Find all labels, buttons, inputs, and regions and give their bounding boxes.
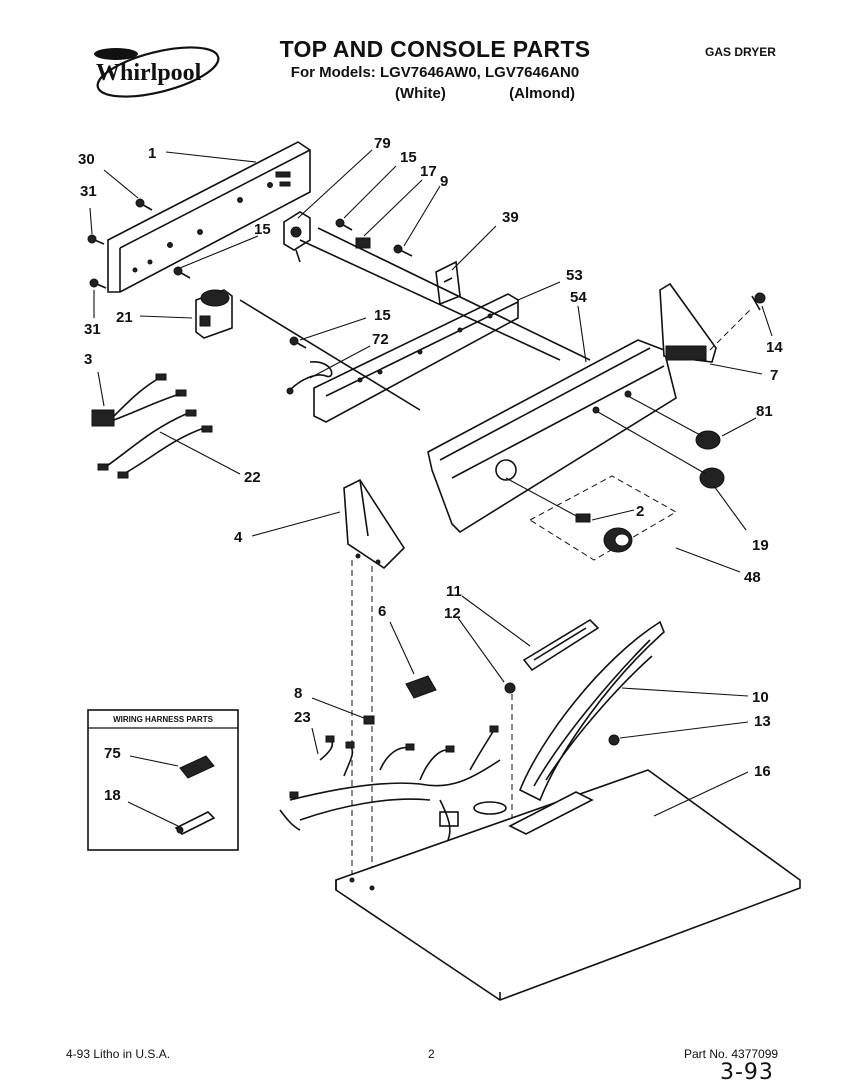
screw-9 <box>393 244 413 257</box>
callout-48: 48 <box>744 569 761 586</box>
callout-1: 1 <box>148 145 156 162</box>
part-53-console-frame <box>313 293 519 423</box>
callout-12: 12 <box>444 605 461 622</box>
page-title: TOP AND CONSOLE PARTS <box>279 36 591 62</box>
callout-2: 2 <box>636 503 644 520</box>
callout-21: 21 <box>116 309 133 326</box>
callout-14: 14 <box>766 339 783 356</box>
appliance-category: GAS DRYER <box>705 45 776 59</box>
callout-72: 72 <box>372 331 389 348</box>
whirlpool-logo: Whirlpool <box>86 38 226 102</box>
part-8-clip <box>363 715 375 725</box>
callout-81: 81 <box>756 403 773 420</box>
part-11-plate <box>522 618 600 672</box>
part-12-screw <box>504 682 516 694</box>
callout-13: 13 <box>754 713 771 730</box>
part-72-harness <box>286 361 333 395</box>
print-info: 4-93 Litho in U.S.A. <box>66 1047 171 1061</box>
callout-31-bottom: 31 <box>84 321 101 338</box>
svg-text:Whirlpool: Whirlpool <box>96 60 202 86</box>
callout-30: 30 <box>78 151 95 168</box>
model-numbers: For Models: LGV7646AW0, LGV7646AN0 <box>290 64 580 81</box>
callout-23: 23 <box>294 709 311 726</box>
variant-white: (White) <box>395 85 446 102</box>
screw-13 <box>608 734 620 746</box>
callout-15-mid: 15 <box>374 307 391 324</box>
wiring-harness-inset: WIRING HARNESS PARTS <box>87 709 239 851</box>
screw-15-mid <box>289 336 307 349</box>
callout-8: 8 <box>294 685 302 702</box>
screw-31-bottom <box>89 278 107 289</box>
callout-53: 53 <box>566 267 583 284</box>
callout-6: 6 <box>378 603 386 620</box>
part-number: Part No. 4377099 <box>684 1047 779 1061</box>
callout-16: 16 <box>754 763 771 780</box>
color-variants: (White) (Almond) <box>395 85 695 102</box>
part-81-knob <box>695 430 721 450</box>
callout-17: 17 <box>420 163 437 180</box>
handwritten-note: 3-93 <box>720 1060 774 1085</box>
screw-31-top <box>87 234 105 245</box>
callout-10: 10 <box>752 689 769 706</box>
part-19-knob <box>699 467 725 489</box>
screw-30 <box>135 198 153 211</box>
part-22-wire-harness <box>97 409 213 479</box>
part-17-clip <box>355 237 371 249</box>
variant-almond: (Almond) <box>509 85 575 102</box>
screw-15-left <box>173 266 191 279</box>
callout-7: 7 <box>770 367 778 384</box>
callout-15-top: 15 <box>400 149 417 166</box>
callout-18: 18 <box>104 787 121 804</box>
part-21-switch <box>195 289 233 339</box>
callout-19: 19 <box>752 537 769 554</box>
callout-54: 54 <box>570 289 587 306</box>
part-2-knob <box>575 513 633 553</box>
part-3-connector <box>91 373 187 427</box>
page-number: 2 <box>428 1047 435 1061</box>
part-39-bracket <box>435 260 461 306</box>
part-16-dryer-top <box>335 769 801 1001</box>
callout-15-left: 15 <box>254 221 271 238</box>
callout-22: 22 <box>244 469 261 486</box>
callout-31-top: 31 <box>80 183 97 200</box>
callout-11: 11 <box>446 583 462 600</box>
callout-79: 79 <box>374 135 391 152</box>
part-18-terminal <box>174 811 216 835</box>
callout-39: 39 <box>502 209 519 226</box>
part-6-switch <box>405 675 437 699</box>
inset-title: WIRING HARNESS PARTS <box>113 715 214 724</box>
part-54-console-panel <box>427 339 677 534</box>
part-79-terminal-block <box>283 211 311 263</box>
callout-9: 9 <box>440 173 448 190</box>
part-75-terminal <box>179 755 215 779</box>
screw-15-upper <box>335 218 353 231</box>
part-10-shield <box>518 620 665 802</box>
callout-4: 4 <box>234 529 243 546</box>
callout-3: 3 <box>84 351 92 368</box>
part-7-bracket <box>659 282 717 363</box>
part-23-main-harness <box>279 725 501 841</box>
callout-75: 75 <box>104 745 121 762</box>
screw-14 <box>751 292 766 311</box>
part-1-control-panel <box>107 141 311 293</box>
part-4-end-cap <box>343 478 406 570</box>
